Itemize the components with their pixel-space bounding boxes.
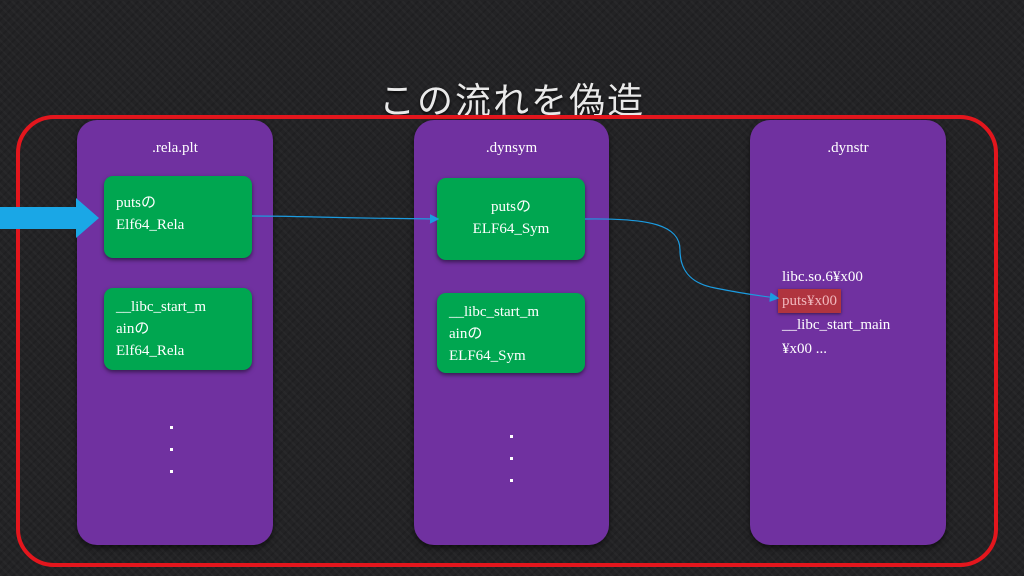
connector-rela-to-sym — [251, 214, 440, 224]
entry-line: ELF64_Sym — [449, 348, 526, 364]
entry-libc-start-main-elf64-rela: __libc_start_m ainの Elf64_Rela — [104, 288, 252, 370]
dynstr-line: ¥x00 ... — [782, 341, 827, 357]
dot — [170, 448, 173, 451]
column-dynstr: .dynstr — [750, 120, 946, 545]
entry-line: ainの — [116, 321, 150, 337]
column-header-dynstr: .dynstr — [827, 140, 869, 156]
dot — [170, 426, 173, 429]
entry-line: Elf64_Rela — [116, 343, 185, 359]
entry-line: putsの — [490, 199, 531, 215]
highlight-frame — [16, 115, 998, 567]
entry-line: __libc_start_m — [116, 299, 206, 315]
entry-puts-elf64-rela: putsの Elf64_Rela — [104, 176, 252, 258]
dynstr-strings: libc.so.6¥x00 puts¥x00 __libc_start_main… — [778, 265, 891, 361]
dynstr-line: __libc_start_main — [782, 317, 891, 333]
entry-arrow-icon — [0, 198, 99, 238]
column-header-rela-plt: .rela.plt — [152, 140, 198, 156]
connector-sym-to-dynstr — [584, 218, 780, 302]
column-header-dynsym: .dynsym — [485, 140, 538, 156]
dynstr-line-puts-highlighted: puts¥x00 — [778, 289, 842, 313]
entry-line: Elf64_Rela — [116, 217, 185, 233]
entry-line: ELF64_Sym — [472, 221, 550, 237]
entry-line: __libc_start_m — [449, 304, 539, 320]
entry-puts-elf64-sym: putsの ELF64_Sym — [437, 178, 585, 260]
entry-line: putsの — [116, 195, 157, 211]
entry-libc-start-main-elf64-sym: __libc_start_m ainの ELF64_Sym — [437, 293, 585, 373]
entry-line: ainの — [449, 326, 483, 342]
dot — [510, 435, 513, 438]
dynstr-line: libc.so.6¥x00 — [782, 269, 863, 285]
dot — [170, 470, 173, 473]
dot — [510, 479, 513, 482]
dot — [510, 457, 513, 460]
